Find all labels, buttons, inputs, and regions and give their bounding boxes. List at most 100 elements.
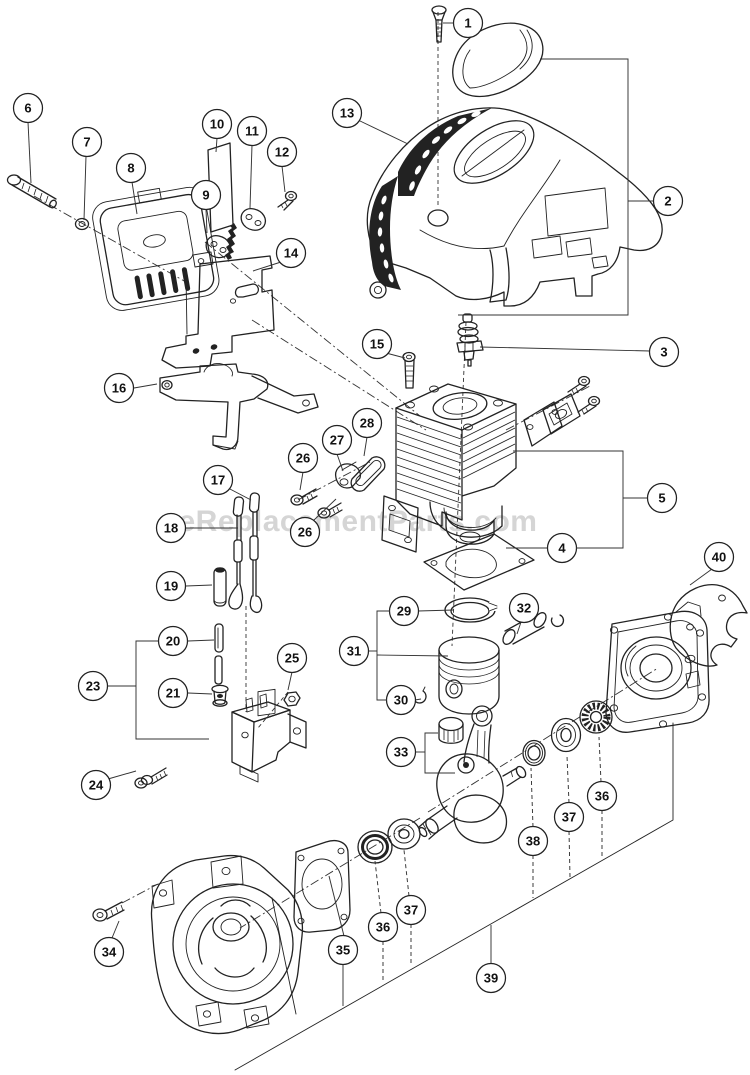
callout-28[interactable]: 28 bbox=[351, 407, 383, 457]
svg-text:25: 25 bbox=[285, 651, 299, 666]
assembly-boundary-line bbox=[234, 722, 674, 1071]
svg-text:24: 24 bbox=[89, 778, 104, 793]
svg-text:20: 20 bbox=[166, 634, 180, 649]
part-ball-bearing-right bbox=[550, 717, 582, 753]
part-clamp-screw-a bbox=[290, 488, 318, 506]
callout-15[interactable]: 15 bbox=[361, 328, 406, 360]
svg-text:12: 12 bbox=[275, 145, 289, 160]
callout-38[interactable]: 38 bbox=[517, 767, 549, 898]
part-nut bbox=[283, 691, 301, 707]
part-spark-plug bbox=[456, 313, 484, 367]
part-throttle-rods bbox=[228, 492, 263, 614]
svg-text:40: 40 bbox=[712, 550, 726, 565]
callout-2[interactable]: 2 bbox=[458, 58, 684, 316]
part-muffler-washer bbox=[74, 217, 90, 231]
callout-26[interactable]: 26 bbox=[287, 442, 319, 491]
callout-11[interactable]: 11 bbox=[236, 115, 268, 209]
callout-36[interactable]: 36 bbox=[586, 736, 618, 857]
svg-text:36: 36 bbox=[595, 789, 609, 804]
callout-14[interactable]: 14 bbox=[252, 237, 307, 272]
svg-text:8: 8 bbox=[127, 161, 134, 176]
callout-16[interactable]: 16 bbox=[103, 372, 158, 404]
svg-text:31: 31 bbox=[347, 644, 361, 659]
part-muffler-screw bbox=[277, 190, 298, 211]
callout-9[interactable]: 9 bbox=[190, 179, 222, 234]
part-needle-bearing bbox=[438, 716, 464, 744]
svg-text:11: 11 bbox=[245, 124, 259, 139]
part-insulator-bolt bbox=[134, 767, 168, 789]
callout-25[interactable]: 25 bbox=[276, 642, 308, 691]
callout-10[interactable]: 10 bbox=[201, 108, 233, 153]
svg-text:5: 5 bbox=[658, 491, 665, 506]
callout-35[interactable]: 35 bbox=[327, 875, 359, 1006]
callout-6[interactable]: 6 bbox=[12, 92, 44, 184]
svg-text:37: 37 bbox=[404, 903, 418, 918]
part-cylinder bbox=[381, 383, 517, 553]
callout-8[interactable]: 8 bbox=[115, 152, 147, 215]
svg-text:38: 38 bbox=[526, 834, 540, 849]
part-grommet bbox=[211, 684, 229, 707]
svg-text:2: 2 bbox=[664, 194, 671, 209]
callout-26[interactable]: 26 bbox=[289, 498, 337, 548]
part-oil-seal-left bbox=[357, 830, 393, 864]
callout-33[interactable]: 33 bbox=[385, 732, 456, 774]
callout-32[interactable]: 32 bbox=[508, 592, 540, 635]
part-swivel-tube bbox=[213, 567, 227, 607]
part-piston bbox=[438, 636, 500, 715]
callout-36[interactable]: 36 bbox=[367, 860, 399, 983]
callout-30[interactable]: 30 bbox=[385, 684, 422, 716]
svg-text:36: 36 bbox=[376, 920, 390, 935]
callout-37[interactable]: 37 bbox=[395, 849, 427, 966]
part-crankcase-gasket bbox=[293, 839, 351, 933]
part-heat-shield-plate bbox=[161, 251, 275, 369]
part-intake-manifold bbox=[542, 393, 581, 435]
callout-13[interactable]: 13 bbox=[331, 97, 409, 145]
callout-29[interactable]: 29 bbox=[388, 595, 455, 627]
svg-text:14: 14 bbox=[284, 246, 299, 261]
svg-text:21: 21 bbox=[166, 686, 180, 701]
part-clamp-strap bbox=[350, 456, 386, 492]
svg-text:35: 35 bbox=[336, 943, 350, 958]
watermark-text: eReplacementParts.com bbox=[179, 505, 538, 538]
centerlines bbox=[33, 12, 659, 929]
part-cover-screw bbox=[431, 5, 447, 43]
svg-text:18: 18 bbox=[164, 521, 178, 536]
part-muffler-clamp bbox=[205, 223, 237, 260]
svg-text:15: 15 bbox=[370, 337, 384, 352]
part-muffler-bracket-clip bbox=[240, 208, 267, 231]
svg-text:39: 39 bbox=[484, 971, 498, 986]
svg-text:3: 3 bbox=[660, 345, 667, 360]
callout-27[interactable]: 27 bbox=[321, 424, 353, 472]
callout-3[interactable]: 3 bbox=[479, 336, 680, 368]
callout-20[interactable]: 20 bbox=[157, 625, 215, 657]
part-crankcase-half-left bbox=[150, 854, 304, 1035]
callout-21[interactable]: 21 bbox=[157, 677, 213, 709]
callout-1[interactable]: 1 bbox=[443, 7, 484, 39]
callout-34[interactable]: 34 bbox=[93, 920, 125, 968]
callout-23[interactable]: 23 bbox=[77, 640, 210, 740]
svg-text:16: 16 bbox=[112, 381, 126, 396]
callout-40[interactable]: 40 bbox=[689, 541, 735, 586]
svg-text:7: 7 bbox=[83, 135, 90, 150]
callout-31[interactable]: 31 bbox=[338, 610, 449, 701]
callout-37[interactable]: 37 bbox=[553, 755, 585, 878]
svg-text:23: 23 bbox=[86, 679, 100, 694]
svg-text:4: 4 bbox=[558, 541, 566, 556]
svg-text:32: 32 bbox=[517, 601, 531, 616]
part-ball-bearing-left bbox=[387, 818, 421, 850]
callout-17[interactable]: 17 bbox=[202, 464, 252, 501]
part-muffler-bracket bbox=[159, 363, 319, 451]
callout-18[interactable]: 18 bbox=[155, 512, 239, 544]
callout-24[interactable]: 24 bbox=[80, 769, 137, 801]
callout-7[interactable]: 7 bbox=[71, 126, 103, 221]
callout-39[interactable]: 39 bbox=[475, 925, 507, 994]
svg-text:19: 19 bbox=[164, 579, 178, 594]
svg-text:26: 26 bbox=[296, 451, 310, 466]
callout-19[interactable]: 19 bbox=[155, 570, 213, 602]
part-pin bbox=[214, 623, 224, 653]
callout-12[interactable]: 12 bbox=[266, 136, 298, 193]
callout-5[interactable]: 5 bbox=[513, 450, 678, 549]
svg-text:28: 28 bbox=[360, 416, 374, 431]
part-crankcase-bolt bbox=[92, 901, 125, 922]
